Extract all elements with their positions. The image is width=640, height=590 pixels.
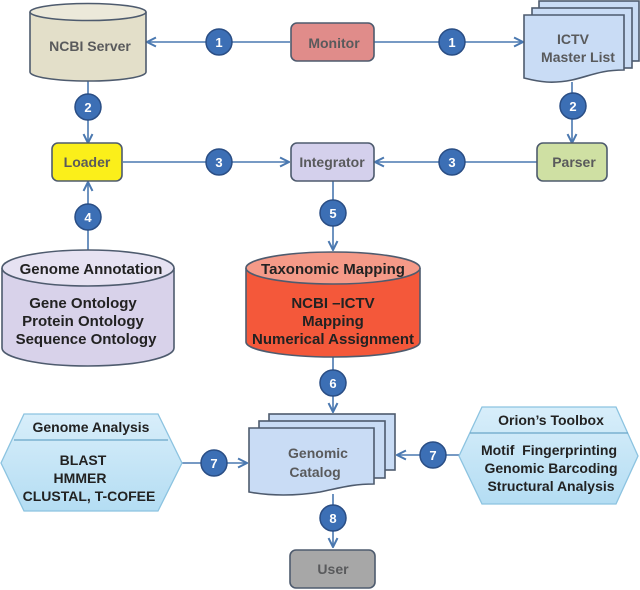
step-badge: 7 [419,441,447,469]
step-badge-number: 3 [448,155,455,170]
orions-toolbox-title: Orion’s Toolbox [498,412,604,428]
node-genome-annotation[interactable]: Genome Annotation Gene Ontology Protein … [1,249,175,367]
node-monitor[interactable]: Monitor [290,22,375,62]
orions-toolbox-item: Structural Analysis [487,478,614,494]
node-integrator[interactable]: Integrator [290,142,375,182]
step-badge-number: 7 [429,448,436,463]
node-user[interactable]: User [289,549,376,589]
step-badge-number: 1 [448,35,455,50]
orions-toolbox-item: Genomic Barcoding [484,460,617,476]
genome-analysis-item: HMMER [54,470,107,486]
step-badge: 4 [74,203,102,231]
taxonomic-mapping-item: Mapping [302,313,364,330]
node-ictv-label-line2: Master List [541,49,615,65]
step-badge: 3 [205,148,233,176]
step-badge: 1 [205,28,233,56]
step-badge-number: 5 [329,206,336,221]
genome-annotation-item: Protein Ontology [22,313,144,330]
step-badge: 2 [559,92,587,120]
node-loader-label: Loader [64,154,111,170]
node-genome-analysis[interactable]: Genome Analysis BLAST HMMER CLUSTAL, T-C… [0,413,183,512]
step-badge: 7 [200,449,228,477]
step-badges: 1 1 2 2 3 3 4 5 [74,28,587,532]
genome-annotation-title: Genome Annotation [20,261,163,278]
node-parser[interactable]: Parser [536,142,608,182]
node-orions-toolbox[interactable]: Orion’s Toolbox Motif Fingerprinting Gen… [458,406,639,505]
step-badge: 1 [438,28,466,56]
genome-analysis-item: BLAST [60,452,107,468]
node-taxonomic-mapping[interactable]: Taxonomic Mapping NCBI –ICTV Mapping Num… [245,251,421,358]
genome-annotation-item: Sequence Ontology [16,331,158,348]
step-badge: 6 [319,369,347,397]
step-badge: 5 [319,199,347,227]
genome-analysis-item: CLUSTAL, T-COFEE [23,488,156,504]
node-ncbi-server[interactable]: NCBI Server [29,2,147,82]
node-loader[interactable]: Loader [51,142,123,182]
genomic-catalog-label-line2: Catalog [289,464,340,480]
node-monitor-label: Monitor [308,35,360,51]
orions-toolbox-item: Motif Fingerprinting [481,442,617,458]
genome-annotation-item: Gene Ontology [29,295,137,312]
node-integrator-label: Integrator [299,154,365,170]
step-badge-number: 2 [84,100,91,115]
step-badge-number: 7 [210,456,217,471]
step-badge: 3 [438,148,466,176]
step-badge-number: 4 [84,210,92,225]
step-badge-number: 8 [329,511,336,526]
node-ictv-label-line1: ICTV [557,31,590,47]
step-badge-number: 1 [215,35,222,50]
genome-analysis-title: Genome Analysis [33,419,150,435]
step-badge-number: 3 [215,155,222,170]
genomic-catalog-label-line1: Genomic [288,445,348,461]
step-badge-number: 2 [569,99,576,114]
taxonomic-mapping-item: Numerical Assignment [252,331,414,348]
taxonomic-mapping-title: Taxonomic Mapping [261,261,405,278]
step-badge-number: 6 [329,376,336,391]
step-badge: 2 [74,93,102,121]
step-badge: 8 [319,504,347,532]
node-ncbi-server-label: NCBI Server [49,38,131,54]
taxonomic-mapping-item: NCBI –ICTV [291,295,374,312]
node-parser-label: Parser [552,154,596,170]
node-ictv-master-list[interactable]: ICTV Master List [523,0,640,83]
node-user-label: User [317,561,349,577]
node-genomic-catalog[interactable]: Genomic Catalog [248,413,396,496]
